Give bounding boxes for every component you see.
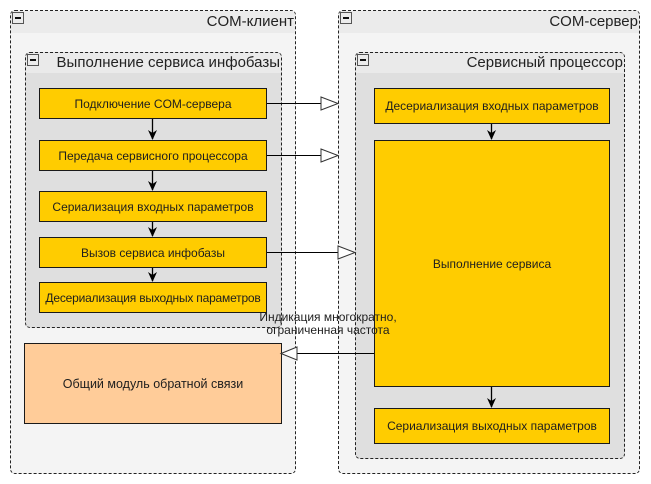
- com-client-header: [11, 11, 295, 33]
- com-server-collapse-button[interactable]: [340, 12, 352, 24]
- step-deserialize-input-params[interactable]: Десериализация входных параметров: [374, 88, 610, 124]
- step-serialize-input-params[interactable]: Сериализация входных параметров: [39, 191, 267, 222]
- feedback-connector-label: Индикация многократно, ограниченная част…: [248, 311, 408, 337]
- infobase-service-title: Выполнение сервиса инфобазы: [56, 54, 280, 71]
- com-server-header: [339, 11, 639, 33]
- minus-icon: [360, 59, 366, 61]
- minus-icon: [15, 17, 21, 19]
- step-execute-service[interactable]: Выполнение сервиса: [374, 140, 610, 387]
- service-processor-header: [356, 53, 624, 73]
- step-serialize-output-params[interactable]: Сериализация выходных параметров: [374, 408, 610, 444]
- com-client-title: COM-клиент: [206, 13, 294, 30]
- com-server-title: COM-сервер: [549, 13, 638, 30]
- feedback-connector-label-line1: Индикация многократно,: [259, 310, 397, 324]
- feedback-connector-label-line2: ограниченная частота: [266, 323, 390, 337]
- service-processor-title: Сервисный процессор: [466, 54, 623, 71]
- step-connect-com-server[interactable]: Подключение COM-сервера: [39, 88, 267, 119]
- feedback-module[interactable]: Общий модуль обратной связи: [24, 343, 282, 424]
- infobase-service-header: [26, 53, 281, 73]
- step-deserialize-output-params[interactable]: Десериализация выходных параметров: [39, 282, 267, 313]
- hollow-arrowhead-icon: [320, 148, 340, 163]
- step-call-infobase-service[interactable]: Вызов сервиса инфобазы: [39, 237, 267, 268]
- step-pass-service-processor[interactable]: Передача сервисного процессора: [39, 140, 267, 171]
- minus-icon: [343, 17, 349, 19]
- service-processor-collapse-button[interactable]: [357, 54, 369, 66]
- infobase-service-collapse-button[interactable]: [27, 54, 39, 66]
- hollow-arrowhead-icon: [320, 96, 340, 111]
- minus-icon: [30, 59, 36, 61]
- com-client-collapse-button[interactable]: [12, 12, 24, 24]
